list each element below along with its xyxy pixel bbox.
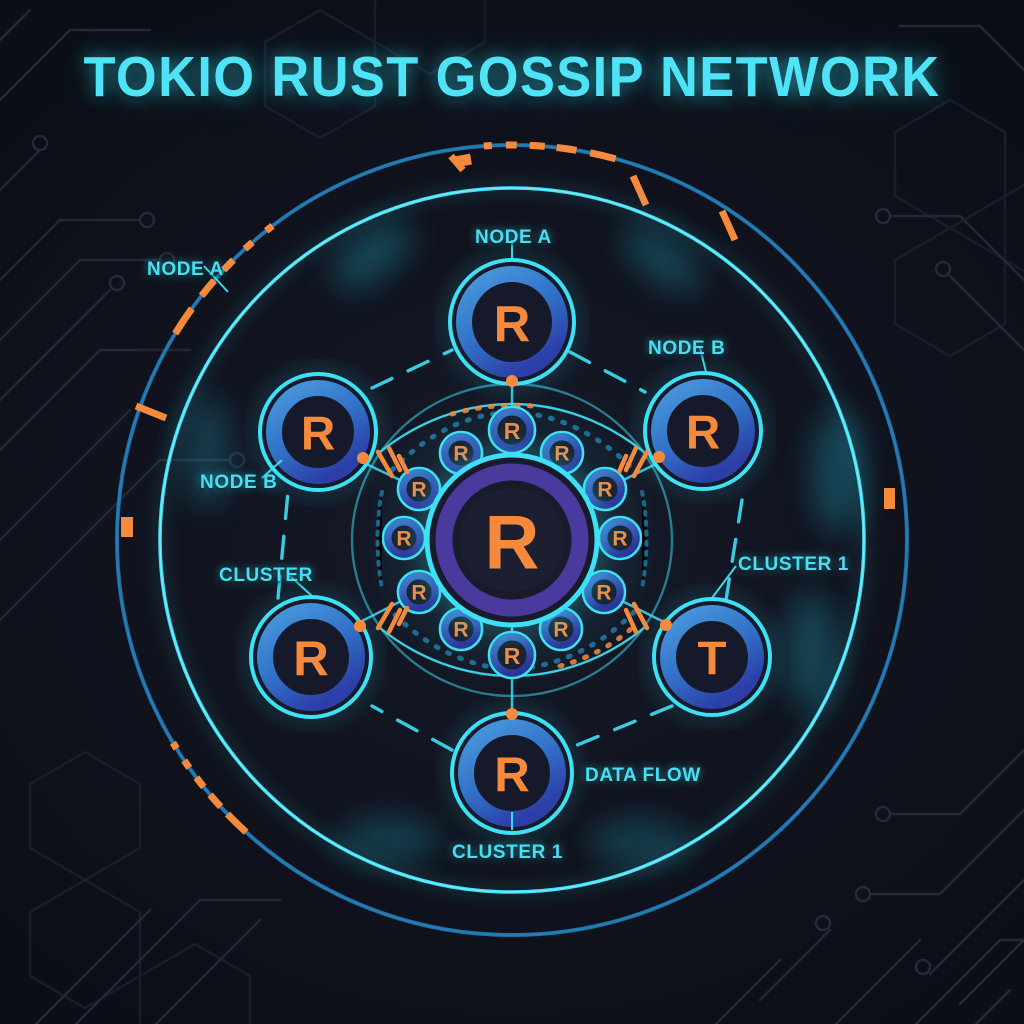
major-node-links <box>276 348 744 752</box>
hub-node <box>419 447 605 633</box>
node-top[interactable]: R <box>442 252 582 392</box>
label-node-a-top: NODE A <box>475 227 552 248</box>
node-glyph-t: T <box>697 633 726 686</box>
label-data-flow: DATA FLOW <box>585 765 701 786</box>
node-glyph-r: R <box>485 501 540 586</box>
node-lower-left[interactable]: R <box>243 589 379 725</box>
node-upper-left[interactable]: R <box>252 366 384 498</box>
hub-glyph[interactable]: R <box>485 501 540 586</box>
label-node-b-right: NODE B <box>648 338 726 359</box>
node-upper-right[interactable]: R <box>637 365 769 497</box>
label-node-a-outer: NODE A <box>147 259 224 280</box>
label-cluster-bottom: CLUSTER 1 <box>452 842 563 863</box>
node-lower-right[interactable]: T <box>646 591 778 723</box>
label-leaders <box>203 240 737 830</box>
label-cluster-right: CLUSTER 1 <box>738 554 849 575</box>
node-glyph-r: R <box>686 407 720 460</box>
node-glyph-r: R <box>494 296 531 353</box>
label-cluster-left: CLUSTER <box>219 565 313 586</box>
node-glyph-r: R <box>293 632 329 687</box>
outer-ring <box>113 141 911 939</box>
node-glyph-r: R <box>494 748 530 803</box>
node-glyph-r: R <box>301 408 335 461</box>
page-title: TOKIO RUST GOSSIP NETWORK <box>83 45 941 109</box>
accent-marks <box>354 375 672 720</box>
inner-ring <box>155 183 869 897</box>
label-node-b-left: NODE B <box>200 472 278 493</box>
node-bottom[interactable]: R <box>444 705 580 841</box>
